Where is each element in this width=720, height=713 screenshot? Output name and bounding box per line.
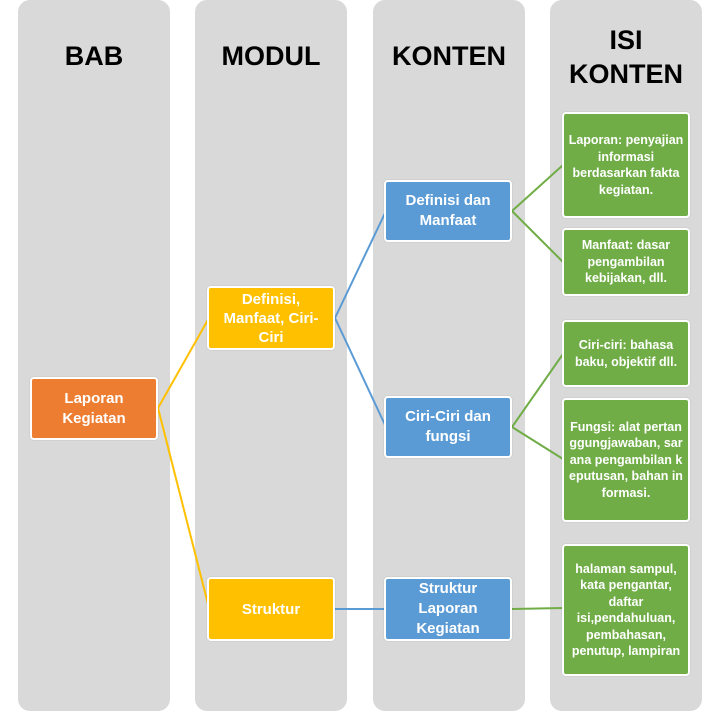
column-bab: BAB (18, 0, 170, 711)
node-modul-struktur: Struktur (207, 577, 335, 641)
node-isi-fungsi: Fungsi: alat pertanggungjawaban, sarana … (562, 398, 690, 522)
node-isi-5-label: halaman sampul, kata pengantar, daftar i… (571, 561, 681, 659)
connector-konten2-isi4 (511, 426, 564, 460)
connector-bab-modul1 (157, 317, 210, 409)
node-isi-1-label: Laporan: penyajian informasi berdasarkan… (568, 133, 684, 197)
node-isi-struktur: halaman sampul, kata pengantar, daftar i… (562, 544, 690, 676)
node-modul-definisi-label: Definisi, Manfaat, Ciri-Ciri (223, 290, 319, 346)
connector-konten2-isi3 (511, 353, 564, 428)
node-modul-struktur-label: Struktur (241, 600, 301, 618)
node-isi-3-label: Ciri-ciri: bahasa baku, objektif dll. (574, 338, 678, 369)
node-isi-ciri-ciri: Ciri-ciri: bahasa baku, objektif dll. (562, 320, 690, 387)
node-konten-struktur-laporan: Struktur Laporan Kegiatan (384, 577, 512, 641)
node-konten-2-label: Ciri-Ciri dan fungsi (405, 408, 491, 445)
node-isi-2-label: Manfaat: dasar pengambilan kebijakan, dl… (581, 238, 671, 286)
node-isi-4-label: Fungsi: alat pertanggungjawaban, sarana … (569, 419, 683, 500)
node-isi-laporan: Laporan: penyajian informasi berdasarkan… (562, 112, 690, 218)
node-modul-definisi: Definisi, Manfaat, Ciri-Ciri (207, 286, 335, 350)
node-konten-3-label: Struktur Laporan Kegiatan (416, 580, 480, 637)
connector-konten1-isi2 (511, 210, 564, 263)
column-header-bab: BAB (64, 41, 124, 71)
node-bab-laporan-kegiatan: Laporan Kegiatan (30, 377, 158, 440)
node-isi-manfaat: Manfaat: dasar pengambilan kebijakan, dl… (562, 228, 690, 296)
connector-konten1-isi1 (511, 164, 564, 212)
column-header-konten: KONTEN (392, 41, 506, 71)
node-konten-ciri-fungsi: Ciri-Ciri dan fungsi (384, 396, 512, 458)
column-header-isi-line2: KONTEN (569, 59, 683, 89)
node-konten-1-label: Definisi dan Manfaat (405, 192, 491, 229)
connector-modul1-konten2 (334, 317, 387, 428)
column-header-modul: MODUL (221, 41, 321, 71)
connector-modul1-konten1 (334, 210, 387, 319)
node-bab-label: Laporan Kegiatan (62, 389, 126, 427)
node-konten-definisi-manfaat: Definisi dan Manfaat (384, 180, 512, 242)
connector-bab-modul2 (157, 407, 210, 609)
column-header-isi-line1: ISI (609, 25, 643, 55)
connector-konten3-isi5 (511, 607, 564, 610)
